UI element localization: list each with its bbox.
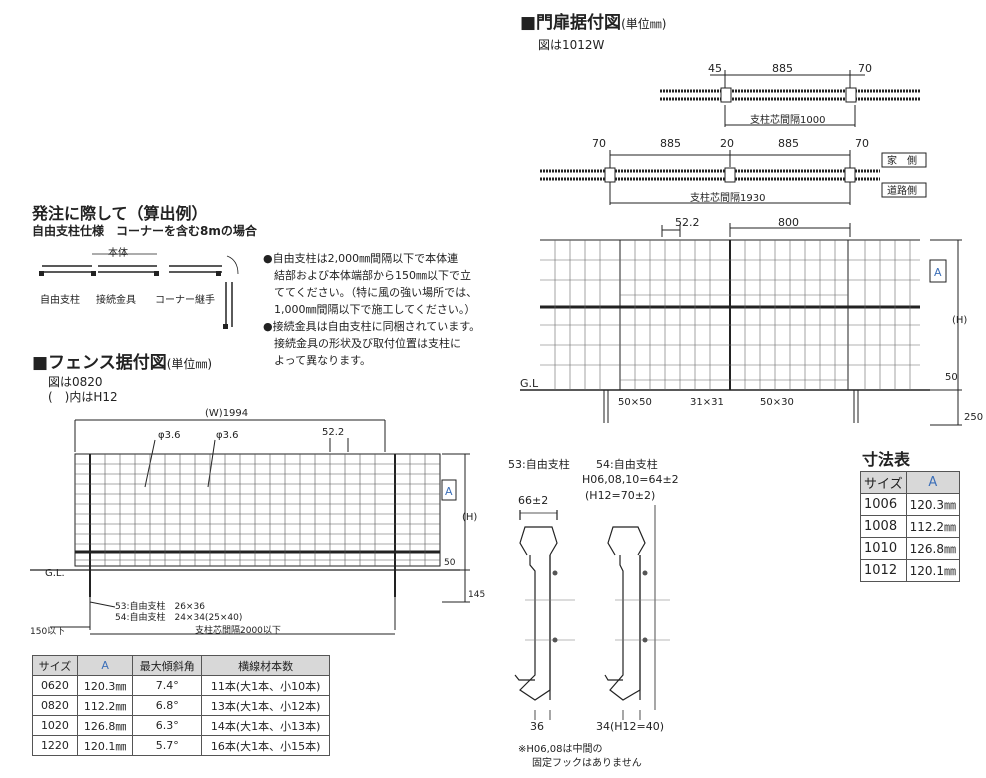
label-joint: 接続金具 bbox=[96, 295, 136, 306]
post53-dim36: 36 bbox=[530, 720, 544, 733]
label-free-post: 自由支柱 bbox=[40, 295, 80, 306]
post53-label: 53:自由支柱 bbox=[508, 458, 570, 471]
size-table-header-a: A bbox=[905, 471, 960, 494]
fence-label-145: 145 bbox=[468, 590, 485, 600]
gate-dim-mid-885b: 885 bbox=[778, 137, 799, 150]
gate-gl-label: G.L bbox=[520, 377, 539, 390]
house-side-label: 家 側 bbox=[887, 154, 917, 167]
fence-label-a: A bbox=[445, 485, 453, 498]
gate-label-h: (H) bbox=[952, 315, 967, 326]
gate-post-dim-3: 50×30 bbox=[760, 397, 794, 408]
size-table: サイズ A 1006 120.3㎜ 1008 112.2㎜ 1010 126.8… bbox=[860, 471, 960, 582]
fence-span: 支柱芯間隔2000以下 bbox=[195, 624, 281, 636]
size-table-header-size: サイズ bbox=[860, 471, 907, 494]
fence-width-label: (W)1994 bbox=[205, 408, 248, 419]
fence-dim-150: 150以下 bbox=[30, 627, 65, 637]
fence-note-2: ( )内はH12 bbox=[48, 390, 118, 404]
road-side-label: 道路側 bbox=[887, 184, 917, 197]
gate-dim-mid-70b: 70 bbox=[855, 137, 869, 150]
table-row: 0620 120.3㎜ 7.4° 11本(大1本、小10本) bbox=[32, 675, 330, 696]
fence-gl-label: G.L. bbox=[45, 568, 65, 579]
fence-dim-52: 52.2 bbox=[322, 427, 344, 438]
fence-note-1: 図は0820 bbox=[48, 375, 103, 389]
post53-dim66: 66±2 bbox=[518, 494, 549, 507]
order-section-title: 発注に際して（算出例） bbox=[32, 204, 208, 223]
fence-elevation-diagram: (W)1994 φ3.6 φ3.6 52.2 A (H) 50 145 G.L.… bbox=[30, 408, 485, 637]
gate-plan-diagram: 45 885 70 支柱芯間隔1000 70 885 20 885 70 支柱芯… bbox=[520, 62, 983, 426]
gate-span-mid: 支柱芯間隔1930 bbox=[690, 191, 765, 204]
gate-post-dim-2: 31×31 bbox=[690, 397, 724, 408]
gate-dim-top-45: 45 bbox=[708, 62, 722, 75]
gate-dim-mid-70a: 70 bbox=[592, 137, 606, 150]
table-row: 1008 112.2㎜ bbox=[860, 515, 960, 538]
fence-post54: 54:自由支柱 24×34(25×40) bbox=[115, 611, 242, 623]
fence-phi-1: φ3.6 bbox=[158, 430, 181, 441]
table-row: 1010 126.8㎜ bbox=[860, 537, 960, 560]
gate-span-top: 支柱芯間隔1000 bbox=[750, 113, 825, 126]
order-layout-diagram bbox=[39, 253, 239, 329]
table-row: 1006 120.3㎜ bbox=[860, 493, 960, 516]
label-corner: コーナー継手 bbox=[155, 295, 215, 306]
gate-dim-800: 800 bbox=[778, 216, 799, 229]
gate-dim-mid-20: 20 bbox=[720, 137, 734, 150]
post-profile-diagram bbox=[514, 505, 670, 720]
fence-table-header-size: サイズ bbox=[32, 655, 78, 676]
fence-post53: 53:自由支柱 26×36 bbox=[115, 600, 205, 612]
gate-dim-top-885: 885 bbox=[772, 62, 793, 75]
label-body: 本体 bbox=[108, 248, 128, 259]
table-row: 1220 120.1㎜ 5.7° 16本(大1本、小15本) bbox=[32, 735, 330, 756]
table-row: 1020 126.8㎜ 6.3° 14本(大1本、小13本) bbox=[32, 715, 330, 736]
post54-dim34: 34(H12=40) bbox=[596, 720, 665, 733]
fence-label-h: (H) bbox=[462, 512, 477, 523]
gate-label-50: 50 bbox=[945, 372, 958, 383]
table-row: 0820 112.2㎜ 6.8° 13本(大1本、小12本) bbox=[32, 695, 330, 716]
gate-post-dim-1: 50×50 bbox=[618, 397, 652, 408]
gate-figure-note: 図は1012W bbox=[538, 38, 605, 52]
post54-label: 54:自由支柱 bbox=[596, 458, 658, 471]
gate-section-title: ■門扉据付図(単位㎜) bbox=[520, 13, 667, 33]
fence-phi-2: φ3.6 bbox=[216, 430, 239, 441]
post-footnote-2: 固定フックはありません bbox=[532, 758, 642, 769]
fence-table-header-count: 横線材本数 bbox=[201, 655, 330, 676]
order-notes: ●自由支柱は2,000㎜間隔以下で本体連 結部および本体端部から150㎜以下で立… bbox=[263, 252, 481, 367]
gate-label-a: A bbox=[934, 266, 942, 279]
fence-table-header-angle: 最大傾斜角 bbox=[132, 655, 203, 676]
size-table-title: 寸法表 bbox=[862, 450, 911, 469]
order-section-subtitle: 自由支柱仕様 コーナーを含む8mの場合 bbox=[32, 224, 257, 238]
post-footnote-1: ※H06,08は中間の bbox=[518, 744, 603, 755]
gate-dim-top-70: 70 bbox=[858, 62, 872, 75]
table-row: 1012 120.1㎜ bbox=[860, 559, 960, 582]
gate-dim-mid-885a: 885 bbox=[660, 137, 681, 150]
fence-table-header-a: A bbox=[76, 655, 134, 676]
gate-dim-52: 52.2 bbox=[675, 216, 700, 229]
gate-label-250: 250 bbox=[964, 412, 983, 423]
fence-label-50: 50 bbox=[444, 558, 456, 568]
fence-section-title: ■フェンス据付図(単位㎜) bbox=[32, 353, 213, 373]
post54-spec: H06,08,10=64±2 bbox=[582, 473, 679, 486]
fence-spec-table: サイズ A 最大傾斜角 横線材本数 0620 120.3㎜ 7.4° 11本(大… bbox=[32, 655, 330, 756]
post54-spec-h12: (H12=70±2) bbox=[585, 489, 656, 502]
